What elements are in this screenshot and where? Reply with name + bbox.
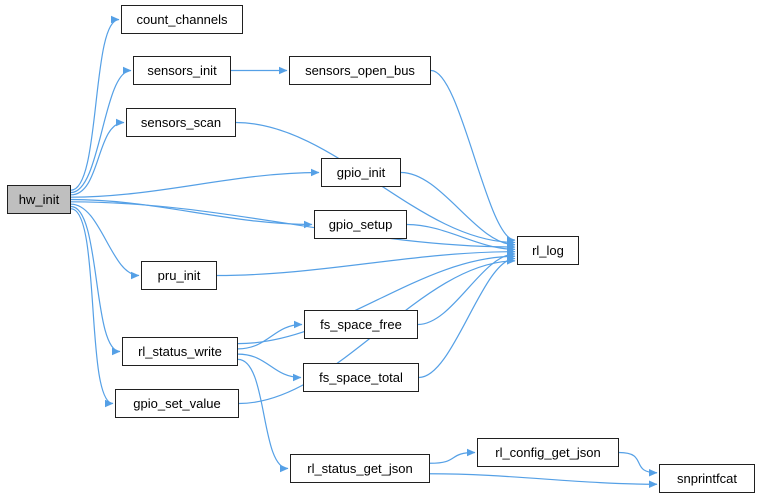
graph-edge-rl_config_get_json-to-snprintfcat (618, 451, 658, 477)
graph-edge-pru_init-to-rl_log (216, 247, 516, 277)
graph-edge-hw_init-to-sensors_scan (70, 118, 125, 196)
graph-node-hw_init: hw_init (7, 185, 71, 214)
graph-edge-hw_init-to-count_channels (70, 15, 120, 191)
graph-node-snprintfcat[interactable]: snprintfcat (659, 464, 755, 493)
graph-edge-rl_status_write-to-rl_log (237, 252, 516, 345)
graph-node-gpio_setup[interactable]: gpio_setup (314, 210, 407, 239)
graph-node-gpio_set_value[interactable]: gpio_set_value (115, 389, 239, 418)
graph-node-fs_space_free[interactable]: fs_space_free (304, 310, 418, 339)
graph-edge-hw_init-to-gpio_setup (70, 198, 313, 229)
graph-node-sensors_init[interactable]: sensors_init (133, 56, 231, 85)
graph-edge-hw_init-to-rl_log (70, 201, 516, 251)
graph-edge-fs_space_total-to-rl_log (418, 254, 516, 379)
graph-edge-gpio_init-to-rl_log (400, 171, 516, 249)
graph-edge-hw_init-to-gpio_init (70, 168, 320, 198)
graph-node-rl_config_get_json[interactable]: rl_config_get_json (477, 438, 619, 467)
graph-node-gpio_init[interactable]: gpio_init (321, 158, 401, 187)
graph-node-pru_init[interactable]: pru_init (141, 261, 217, 290)
graph-edge-hw_init-to-gpio_set_value (70, 208, 114, 408)
graph-edge-hw_init-to-rl_status_write (70, 205, 121, 356)
graph-edge-rl_status_get_json-to-rl_config_get_json (429, 448, 476, 464)
graph-edge-hw_init-to-pru_init (70, 203, 140, 280)
graph-node-sensors_scan[interactable]: sensors_scan (126, 108, 236, 137)
graph-edge-hw_init-to-sensors_init (70, 66, 132, 194)
graph-node-rl_status_write[interactable]: rl_status_write (122, 337, 238, 366)
graph-node-sensors_open_bus[interactable]: sensors_open_bus (289, 56, 431, 85)
graph-edge-rl_status_write-to-fs_space_total (237, 353, 302, 382)
graph-edge-rl_status_write-to-fs_space_free (237, 320, 303, 350)
graph-edge-sensors_open_bus-to-rl_log (430, 69, 516, 244)
graph-edge-gpio_setup-to-rl_log (406, 223, 516, 254)
graph-edge-fs_space_free-to-rl_log (417, 250, 516, 326)
graph-node-fs_space_total[interactable]: fs_space_total (303, 363, 419, 392)
graph-node-rl_status_get_json[interactable]: rl_status_get_json (290, 454, 430, 483)
graph-node-count_channels[interactable]: count_channels (121, 5, 243, 34)
graph-node-rl_log[interactable]: rl_log (517, 236, 579, 265)
graph-edge-rl_status_get_json-to-snprintfcat (429, 473, 658, 489)
graph-edge-rl_status_write-to-rl_status_get_json (237, 358, 289, 473)
